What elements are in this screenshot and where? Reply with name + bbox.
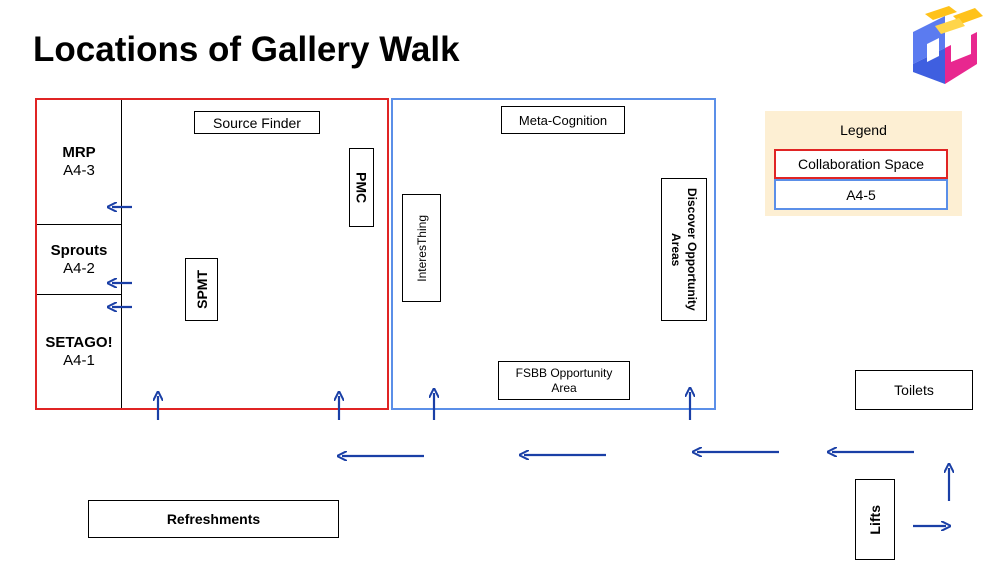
room-code: A4-1 — [63, 351, 95, 369]
room-code: A4-2 — [63, 259, 95, 277]
room-sprouts: Sprouts A4-2 — [37, 225, 122, 295]
legend-collaboration-space: Collaboration Space — [774, 149, 948, 179]
station-meta-cognition: Meta-Cognition — [501, 106, 625, 134]
station-spmt: SPMT — [185, 258, 218, 321]
page-title: Locations of Gallery Walk — [33, 30, 460, 69]
facility-toilets: Toilets — [855, 370, 973, 410]
room-code: A4-3 — [63, 162, 95, 179]
room-name: MRP — [62, 144, 96, 161]
room-setago: SETAGO! A4-1 — [37, 295, 122, 408]
station-source-finder: Source Finder — [194, 111, 320, 134]
legend-a4-5: A4-5 — [774, 179, 948, 210]
room-mrp: MRP A4-3 — [37, 100, 122, 225]
station-label: Discover Opportunity Areas — [669, 188, 699, 311]
station-discover-opportunity-areas: Discover Opportunity Areas — [661, 178, 707, 321]
station-pmc: PMC — [349, 148, 374, 227]
station-interesthing: InteresThing — [402, 194, 441, 302]
collaboration-space-area — [35, 98, 389, 410]
room-name: SETAGO! — [45, 333, 113, 351]
facility-lifts: Lifts — [855, 479, 895, 560]
cube-logo-icon — [905, 4, 987, 90]
room-name: Sprouts — [50, 241, 108, 259]
a4-5-area — [391, 98, 716, 410]
station-label: PMC — [353, 171, 370, 204]
legend-title: Legend — [840, 122, 887, 138]
facility-refreshments: Refreshments — [88, 500, 339, 538]
station-fsbb-opportunity-area: FSBB Opportunity Area — [498, 361, 630, 400]
